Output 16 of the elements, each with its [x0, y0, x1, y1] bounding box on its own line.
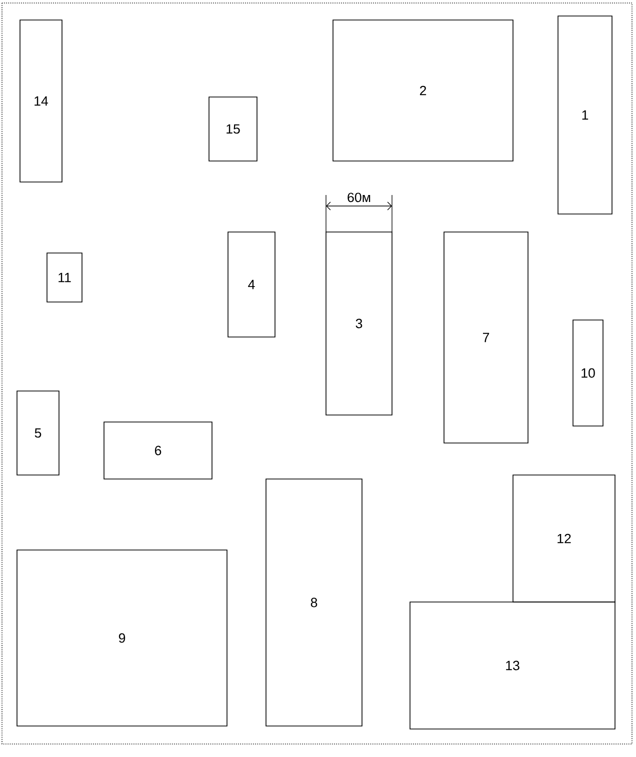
building-box: 1 — [558, 16, 612, 214]
building-box: 2 — [332, 20, 514, 162]
building-box: 6 — [104, 422, 212, 480]
building-box: 15 — [208, 96, 258, 162]
building-box: 3 — [326, 232, 392, 416]
building-box: 9 — [16, 550, 228, 726]
building-box: 10 — [572, 320, 604, 426]
building-box: 7 — [444, 232, 528, 444]
dimension-label: 60м — [348, 192, 370, 202]
building-box: 11 — [46, 252, 82, 302]
building-box: 14 — [20, 20, 62, 182]
building-box: 5 — [16, 390, 60, 476]
building-box: 12 — [512, 474, 616, 602]
building-box: 8 — [266, 478, 362, 726]
building-box: 13 — [410, 602, 616, 730]
building-box: 4 — [228, 232, 276, 338]
